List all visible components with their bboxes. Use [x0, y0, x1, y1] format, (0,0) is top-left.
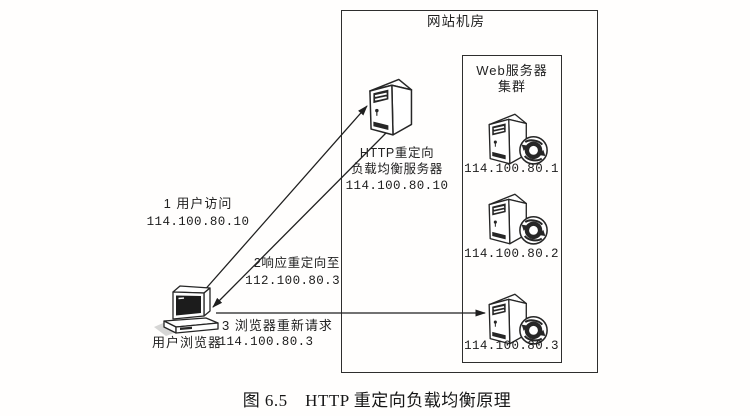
redirect-server-label: HTTP重定向 负载均衡服务器 114.100.80.10 — [327, 146, 467, 194]
globe-icon — [519, 215, 548, 245]
web-server-1-ip: 114.100.80.1 — [464, 162, 559, 176]
server-with-globe-icon — [488, 193, 548, 245]
step3-ip: 114.100.80.3 — [218, 335, 314, 349]
step2-text: 2响应重定向至 — [253, 256, 340, 270]
step1-label: 1 用户访问 114.100.80.10 — [128, 196, 268, 230]
web-cluster-title-line1: Web服务器 — [476, 63, 548, 78]
redirect-server-ip: 114.100.80.10 — [345, 179, 449, 193]
web-server-1-icon — [484, 111, 550, 167]
web-cluster-title: Web服务器 集群 — [462, 63, 562, 95]
server-room-label: 网站机房 — [427, 14, 485, 29]
globe-icon — [519, 315, 548, 345]
server-with-globe-icon — [488, 113, 548, 165]
user-browser-label: 用户浏览器 — [151, 335, 222, 350]
web-server-2-ip: 114.100.80.2 — [464, 247, 559, 261]
step2-label: 2响应重定向至 112.100.80.3 — [221, 256, 340, 289]
web-server-3-ip: 114.100.80.3 — [464, 339, 559, 353]
web-server-2-icon — [484, 191, 550, 247]
server-tower-icon — [369, 78, 413, 136]
crt-screen — [176, 295, 201, 316]
redirect-server-name-line1: HTTP重定向 — [359, 146, 435, 160]
server-with-globe-icon — [488, 293, 548, 345]
web-server-3-icon — [484, 291, 550, 347]
step3-text: 3 浏览器重新请求 — [222, 318, 333, 333]
redirect-server-icon — [364, 76, 422, 136]
drive-slot — [180, 326, 192, 330]
step2-ip: 112.100.80.3 — [245, 273, 340, 288]
figure-caption: 图 6.5 HTTP 重定向负载均衡原理 — [242, 391, 512, 410]
web-cluster-title-line2: 集群 — [497, 79, 526, 94]
globe-icon — [519, 135, 548, 165]
step1-text: 1 用户访问 — [163, 196, 233, 211]
crt-computer-icon — [154, 285, 219, 336]
step1-ip: 114.100.80.10 — [146, 215, 250, 229]
redirect-server-name-line2: 负载均衡服务器 — [351, 161, 443, 176]
web-cluster-box — [462, 55, 562, 363]
user-browser-icon — [152, 283, 232, 337]
